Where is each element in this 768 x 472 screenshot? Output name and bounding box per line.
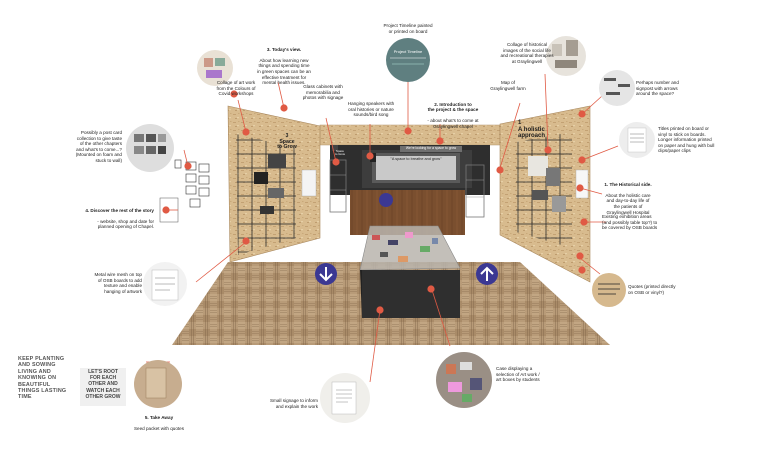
label-takeaway-heading: 5. Take Away bbox=[144, 414, 174, 420]
banner-text: We're looking for a space to grow bbox=[405, 146, 457, 150]
label-existing: Existing exhibition areas (and possibly … bbox=[602, 214, 658, 231]
thumbnail-quotes bbox=[592, 273, 626, 307]
label-discover-body: - website, shop and date for planned ope… bbox=[97, 218, 154, 230]
label-collage-art: Collage of art work from the Colours of … bbox=[216, 80, 256, 97]
thumbnail-titles bbox=[619, 122, 655, 158]
quote-art-left: KEEP PLANTING AND SOWING LIVING AND KNOW… bbox=[18, 356, 67, 401]
red-markers bbox=[162, 90, 588, 314]
arrow-down-icon bbox=[315, 263, 337, 285]
label-takeaway: 5. Take Away Seed packet with quotes bbox=[128, 409, 190, 431]
quote-art-right: LET'S ROOT FOR EACH OTHER AND WATCH EACH… bbox=[85, 369, 121, 400]
brand-plaque: Space to Grow bbox=[335, 149, 345, 157]
leader-lines bbox=[146, 73, 619, 383]
label-todays-view: 3. Today's view. About how learning new … bbox=[247, 41, 321, 86]
label-historical-heading: 1. The Historical side. bbox=[604, 181, 652, 187]
label-collage-historical: Collage of historical images of the soci… bbox=[500, 42, 554, 64]
thumbnail-timeline bbox=[386, 38, 430, 82]
thumbnail-case bbox=[436, 352, 492, 408]
arrow-up-icon bbox=[476, 263, 498, 285]
label-discover-heading: 4. Discover the rest of the story bbox=[85, 207, 154, 213]
label-quotes: Quotes (printed directly on OSB or vinyl… bbox=[628, 284, 676, 295]
postcard-frames bbox=[174, 159, 210, 208]
thumbnail-small-signage bbox=[320, 373, 370, 423]
label-titles-printed: Titles printed on board or vinyl to stic… bbox=[658, 126, 715, 154]
label-historical-body: About the holistic care and day-to-day l… bbox=[605, 192, 651, 215]
label-todays-body: About how learning new things and spendi… bbox=[257, 57, 311, 86]
label-takeaway-body: Seed packet with quotes bbox=[133, 425, 185, 431]
blue-signpost bbox=[379, 193, 393, 207]
thumbnail-signpost bbox=[599, 70, 635, 106]
quote-panel-text: "A space to breathe and grow" bbox=[390, 157, 442, 161]
thumbnail-postcards bbox=[126, 124, 174, 172]
label-intro-body: - about what's to come at Graylingwell c… bbox=[427, 118, 479, 129]
left-board-title: 3 Space to Grow bbox=[277, 133, 297, 151]
quote-art-right-panel bbox=[80, 368, 126, 406]
label-todays-heading: 3. Today's view. bbox=[266, 46, 302, 52]
thumbnail-seed-packet bbox=[134, 360, 182, 408]
label-glass-cabinets: Glass cabinets with memorabilia and phot… bbox=[302, 84, 344, 101]
label-perhaps-number: Perhaps number and signpost with arrows … bbox=[636, 80, 679, 97]
label-discover: 4. Discover the rest of the story - webs… bbox=[54, 202, 154, 230]
label-speakers: Hanging speakers with oral histories or … bbox=[347, 101, 395, 118]
label-intro-heading: 2. Introduction to the project & the spa… bbox=[427, 101, 479, 113]
right-board-title: 1 A holistic approach bbox=[518, 120, 546, 140]
thumbnail-collage-historical bbox=[546, 36, 586, 76]
label-small-signage: Small signage to inform and explain the … bbox=[269, 398, 318, 409]
label-introduction: 2. Introduction to the project & the spa… bbox=[418, 96, 488, 130]
label-metal-mesh: Metal wire mesh on top of OSB boards to … bbox=[94, 272, 143, 294]
label-historical: 1. The Historical side. About the holist… bbox=[588, 176, 668, 215]
label-postcard: Possibly a post card collection to give … bbox=[75, 130, 122, 163]
central-display-case-top bbox=[360, 226, 460, 270]
glass-cabinet-right bbox=[465, 164, 485, 218]
left-wire-mesh bbox=[236, 134, 296, 255]
label-case: Case displaying a selection of Art work … bbox=[496, 366, 540, 383]
label-map: Map of Graylingwell farm bbox=[490, 80, 526, 91]
thumbnail-colours-covid bbox=[197, 50, 233, 86]
label-project-timeline: Project Timeline painted or printed on b… bbox=[383, 23, 433, 34]
thumbnail-metal-mesh bbox=[143, 262, 187, 306]
timeline-circle-text: Project Timeline bbox=[393, 49, 423, 54]
